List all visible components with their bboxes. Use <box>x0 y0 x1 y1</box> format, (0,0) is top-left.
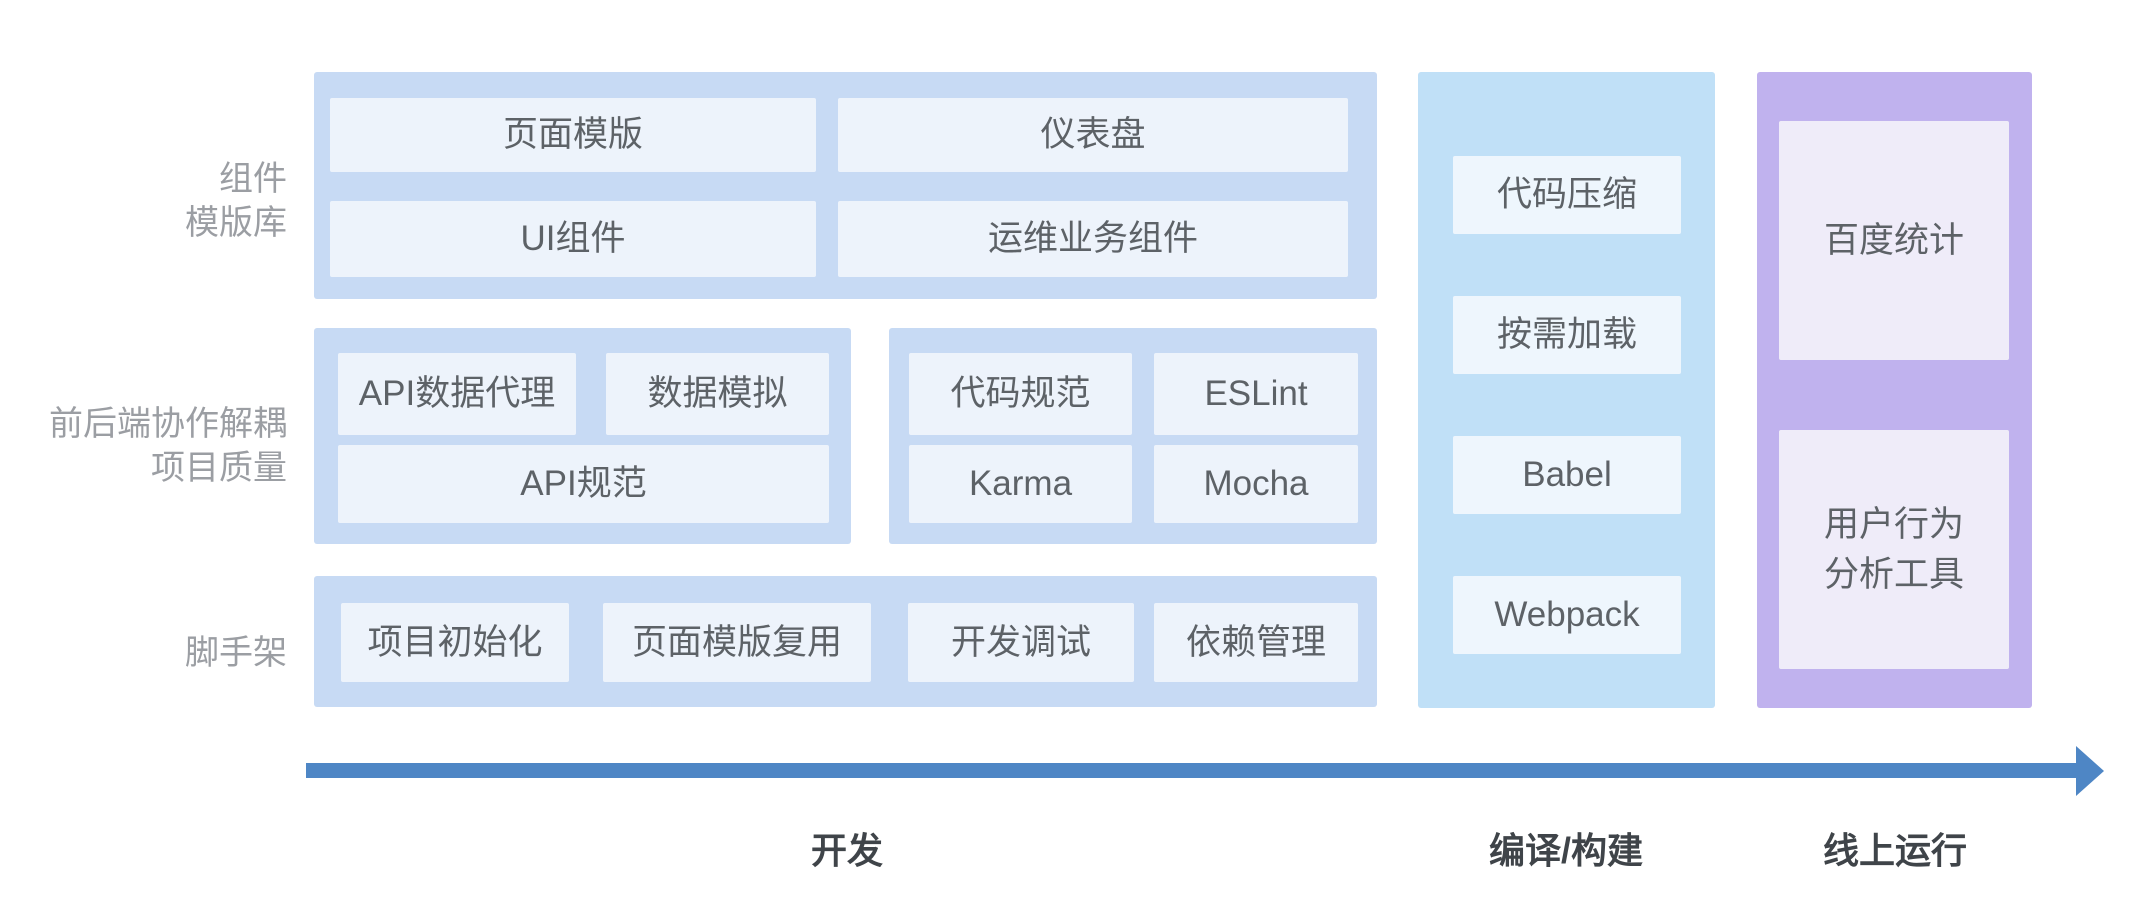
online-run-column: 百度统计 用户行为 分析工具 <box>1757 72 2032 708</box>
ops-business-components-box: 运维业务组件 <box>838 201 1348 277</box>
row-label-component-library: 组件 模版库 <box>185 160 287 242</box>
code-minify-box: 代码压缩 <box>1453 156 1681 234</box>
scaffold-container: 项目初始化 页面模版复用 开发调试 依赖管理 <box>314 576 1377 707</box>
row-label-scaffold: 脚手架 <box>185 634 287 672</box>
axis-label-dev: 开发 <box>810 830 883 871</box>
project-init-box: 项目初始化 <box>341 603 569 682</box>
baidu-analytics-box: 百度统计 <box>1779 121 2009 360</box>
code-style-box: 代码规范 <box>909 353 1132 435</box>
babel-box: Babel <box>1453 436 1681 514</box>
webpack-box: Webpack <box>1453 576 1681 654</box>
axis-label-build: 编译/构建 <box>1488 830 1643 871</box>
row-label-collaboration-quality: 前后端协作解耦 项目质量 <box>49 405 287 487</box>
build-column: 代码压缩 按需加载 Babel Webpack <box>1418 72 1715 708</box>
page-template-reuse-box: 页面模版复用 <box>603 603 871 682</box>
user-behavior-tool-box: 用户行为 分析工具 <box>1779 430 2009 669</box>
karma-box: Karma <box>909 445 1132 523</box>
dependency-management-box: 依赖管理 <box>1154 603 1358 682</box>
ui-components-box: UI组件 <box>330 201 816 277</box>
lazy-load-box: 按需加载 <box>1453 296 1681 374</box>
page-template-box: 页面模版 <box>330 98 816 172</box>
dashboard-box: 仪表盘 <box>838 98 1348 172</box>
api-spec-box: API规范 <box>338 445 829 523</box>
eslint-box: ESLint <box>1154 353 1358 435</box>
mocha-box: Mocha <box>1154 445 1358 523</box>
timeline-arrow-head-icon <box>2076 746 2104 796</box>
component-library-container: 页面模版 仪表盘 UI组件 运维业务组件 <box>314 72 1377 299</box>
code-quality-container: 代码规范 ESLint Karma Mocha <box>889 328 1377 544</box>
api-data-proxy-box: API数据代理 <box>338 353 576 435</box>
data-mock-box: 数据模拟 <box>606 353 829 435</box>
dev-debug-box: 开发调试 <box>908 603 1134 682</box>
timeline-arrow-bar <box>306 763 2080 778</box>
axis-label-online: 线上运行 <box>1822 830 1967 871</box>
api-collaboration-container: API数据代理 数据模拟 API规范 <box>314 328 851 544</box>
